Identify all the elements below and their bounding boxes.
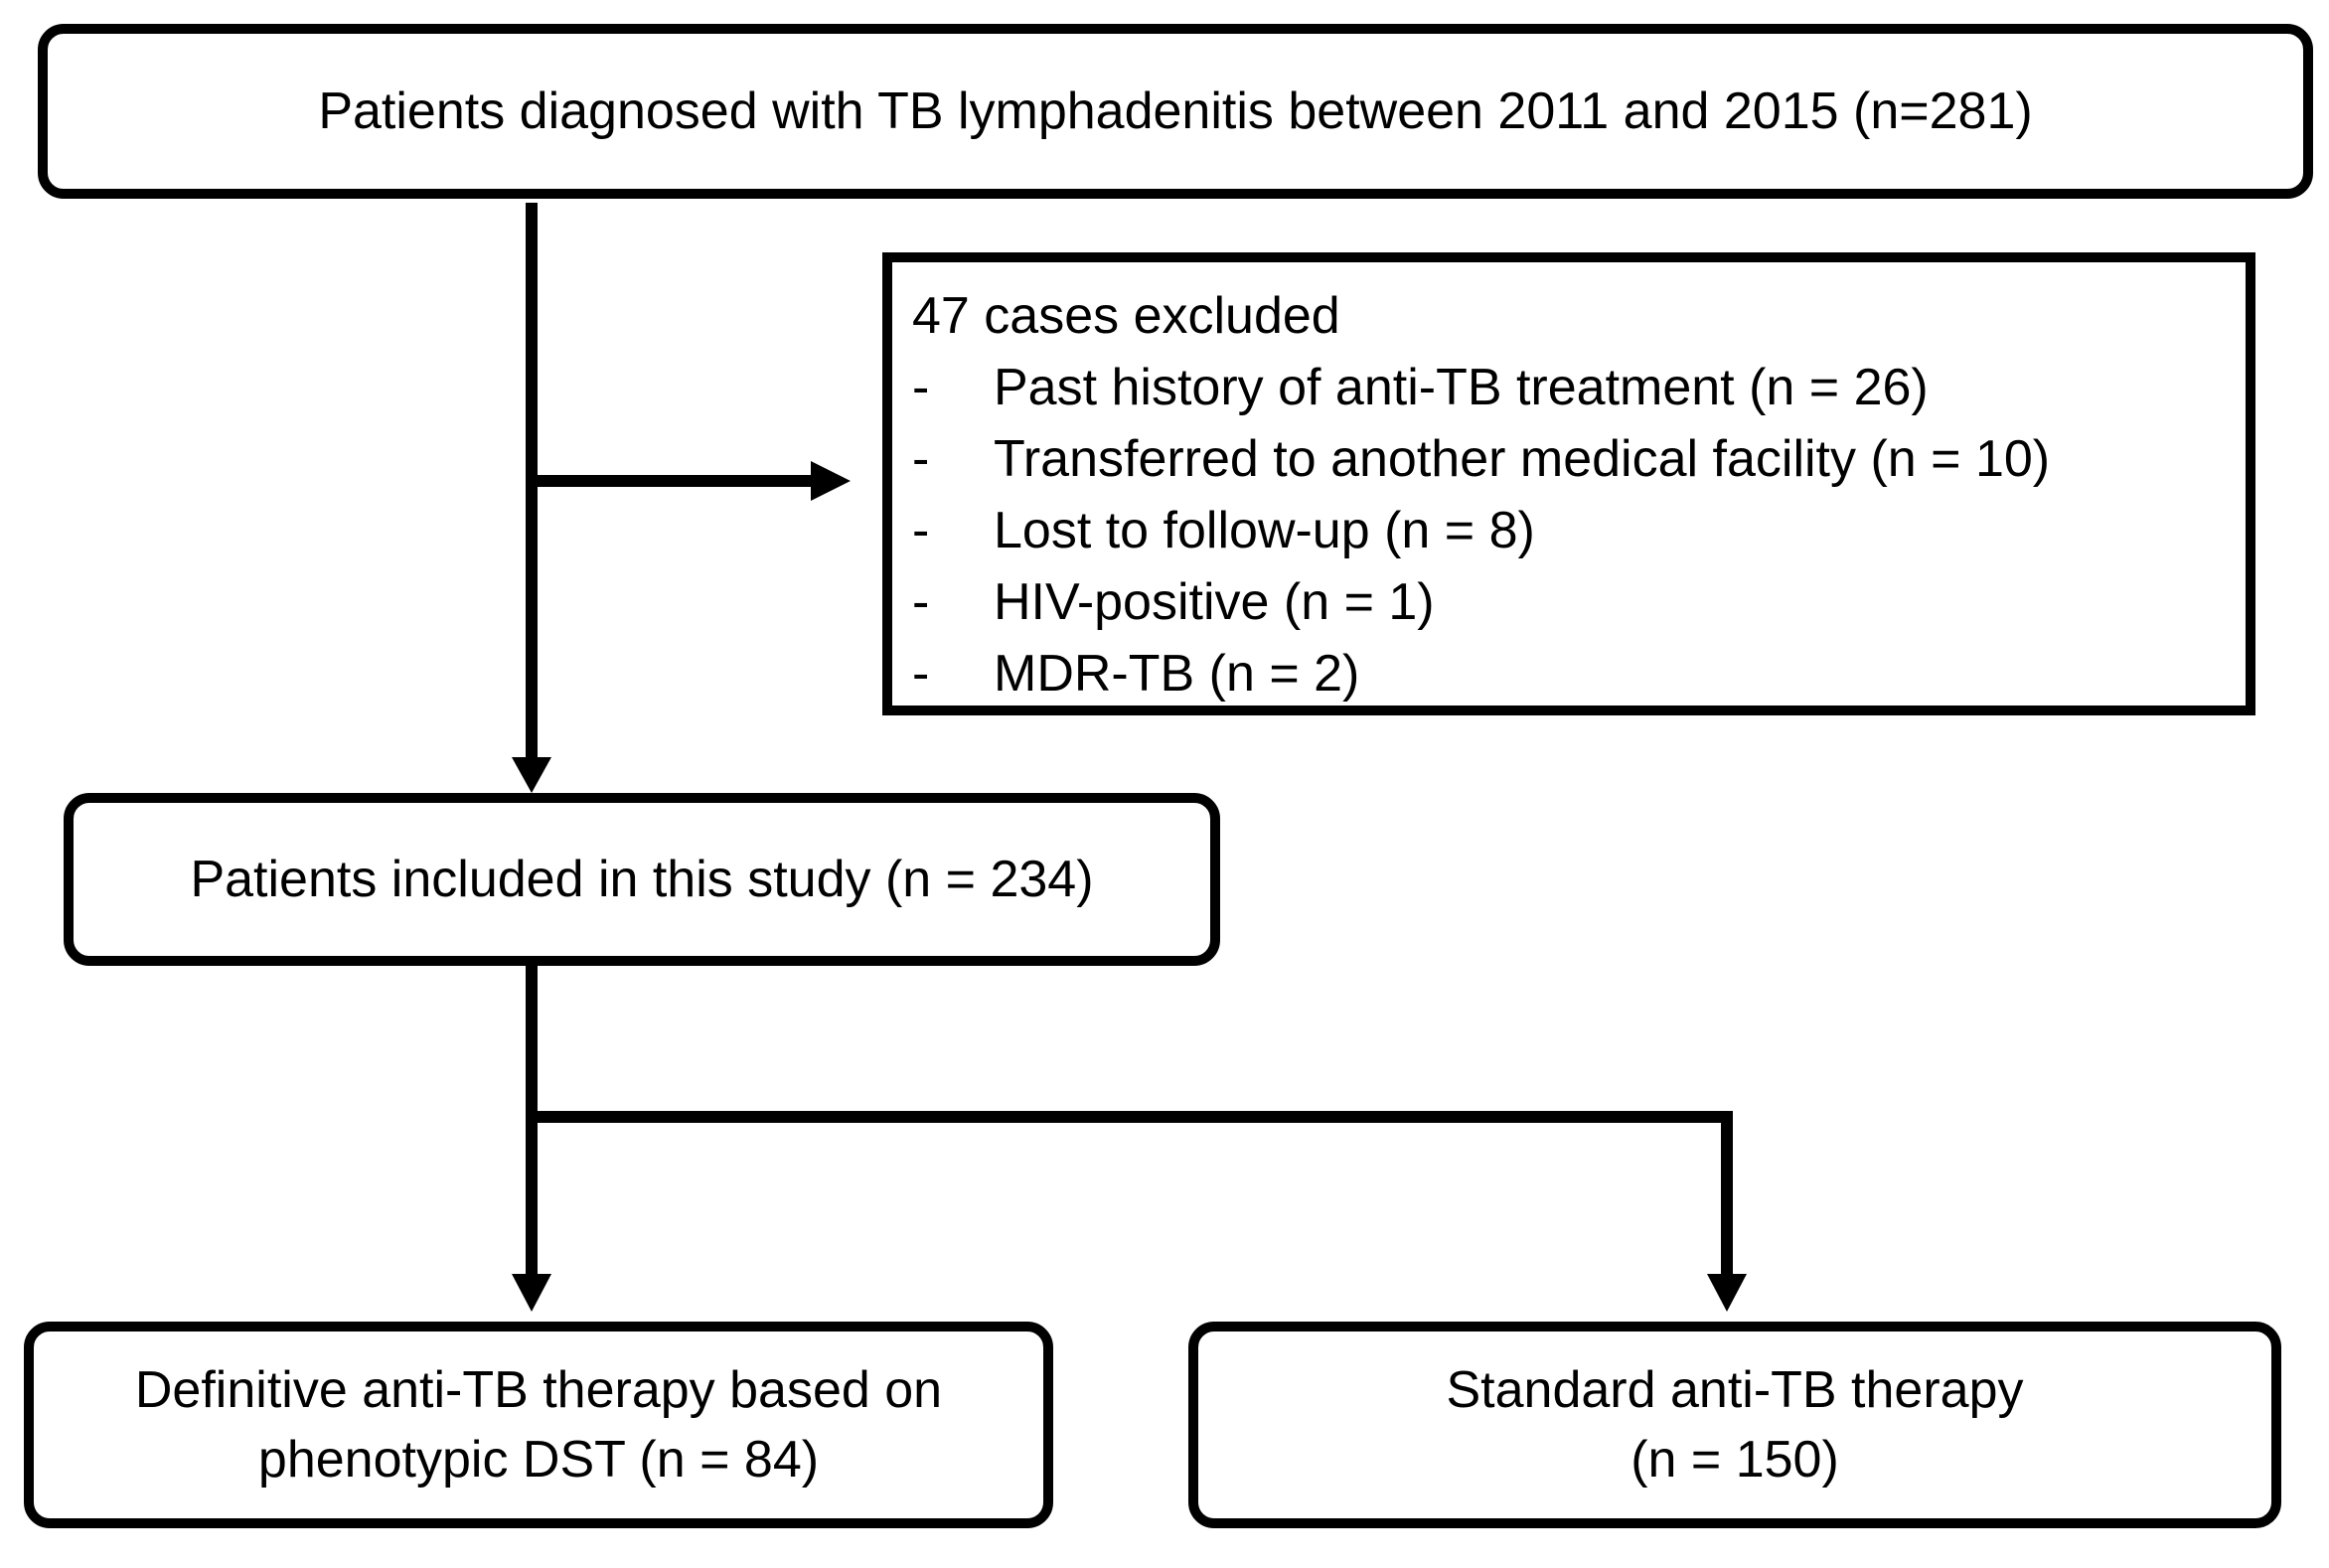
excluded-item-label: Past history of anti-TB treatment (n = 2… [994,359,1929,416]
box-included-patients: Patients included in this study (n = 234… [64,793,1220,966]
excluded-item-label: MDR-TB (n = 2) [994,645,1360,703]
bullet-dash: - [912,359,930,416]
standard-therapy-line2: (n = 150) [1630,1431,1839,1489]
standard-therapy-line1: Standard anti-TB therapy [1446,1361,2024,1419]
excluded-item: - Transferred to another medical facilit… [912,423,2246,495]
excluded-item-label: Lost to follow-up (n = 8) [994,502,1535,559]
bullet-dash: - [912,645,930,703]
excluded-item: - HIV-positive (n = 1) [912,566,2246,638]
box-standard-therapy: Standard anti-TB therapy (n = 150) [1188,1322,2281,1528]
included-patients-label: Patients included in this study (n = 234… [190,851,1094,908]
box-total-patients: Patients diagnosed with TB lymphadenitis… [38,24,2313,199]
excluded-item: - Past history of anti-TB treatment (n =… [912,352,2246,423]
box-definitive-therapy: Definitive anti-TB therapy based on phen… [24,1322,1053,1528]
definitive-therapy-line1: Definitive anti-TB therapy based on [134,1361,943,1419]
box-excluded-cases: 47 cases excluded - Past history of anti… [882,252,2255,715]
excluded-item: - Lost to follow-up (n = 8) [912,495,2246,566]
excluded-item: - MDR-TB (n = 2) [912,638,2246,709]
bullet-dash: - [912,502,930,559]
bullet-dash: - [912,430,930,488]
bullet-dash: - [912,573,930,631]
total-patients-label: Patients diagnosed with TB lymphadenitis… [318,82,2033,140]
arrowhead-to-standard [1707,1274,1747,1312]
arrowhead-to-definitive [512,1274,551,1312]
definitive-therapy-line2: phenotypic DST (n = 84) [257,1431,820,1489]
arrowhead-to-excluded [811,461,851,501]
excluded-item-label: Transferred to another medical facility … [994,430,2051,488]
arrowhead-to-included [512,757,551,793]
excluded-title: 47 cases excluded [912,287,1340,345]
excluded-item-label: HIV-positive (n = 1) [994,573,1435,631]
